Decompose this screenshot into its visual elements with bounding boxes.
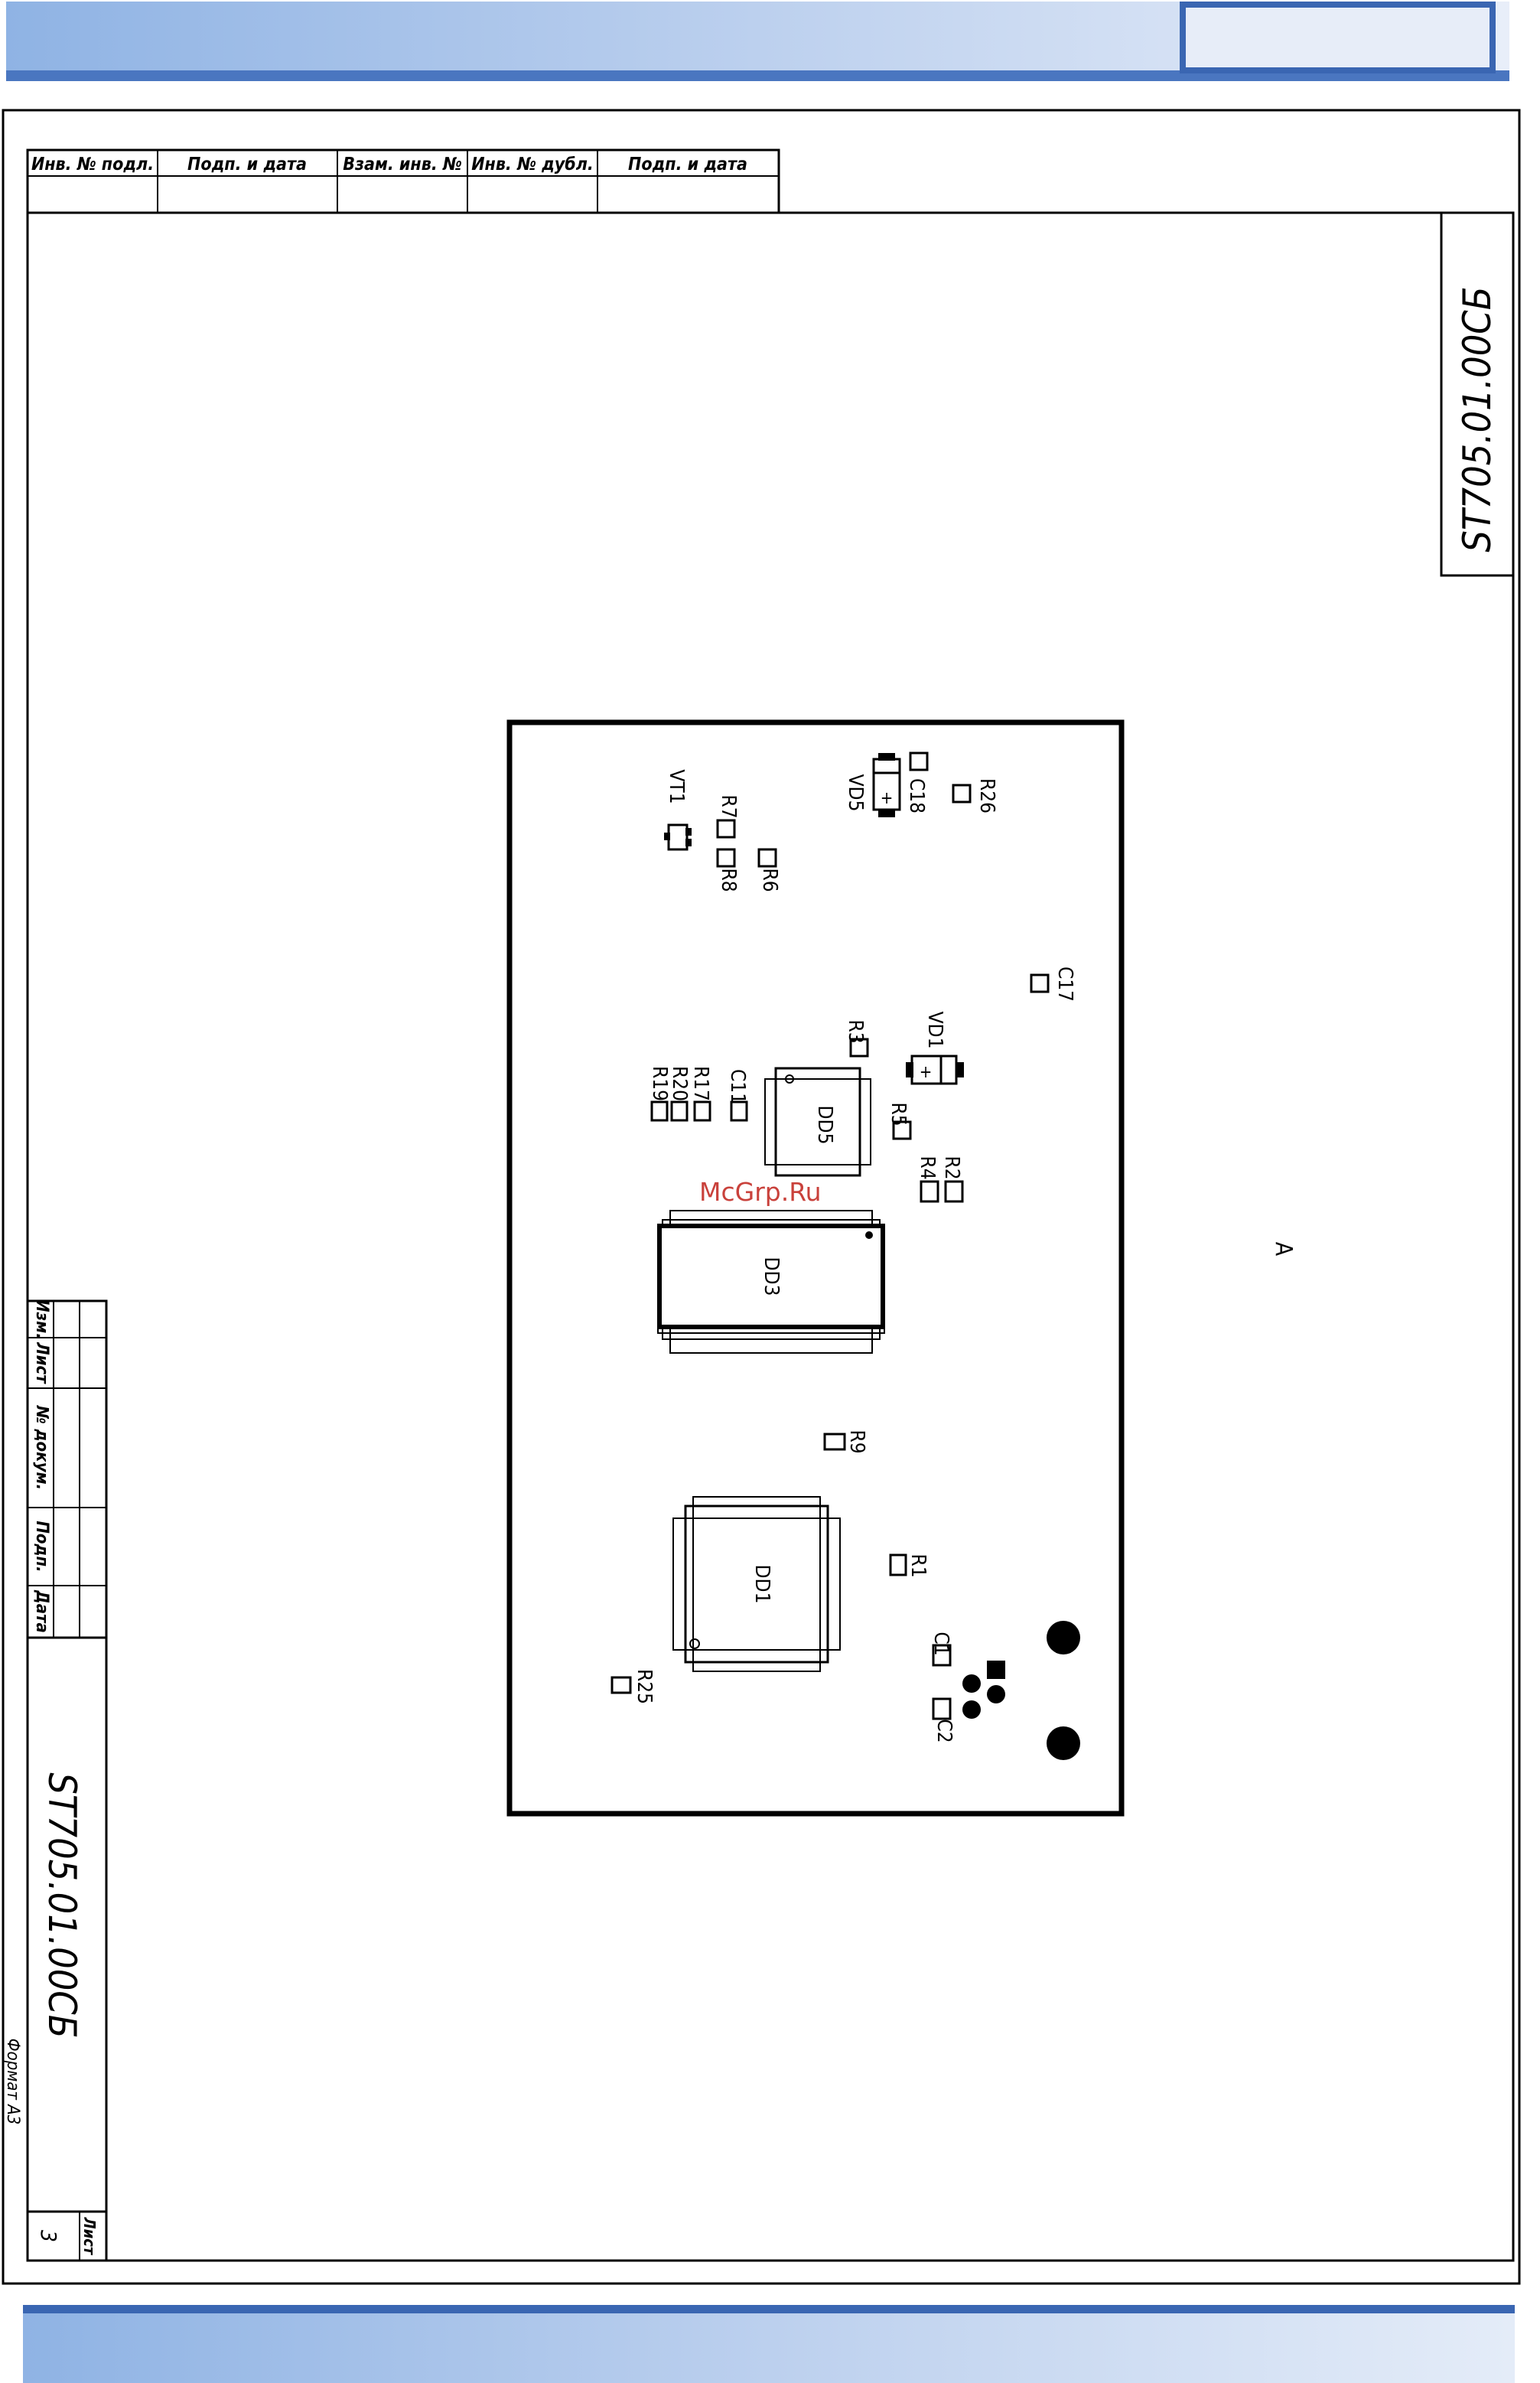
label-r3: R3	[844, 1019, 867, 1043]
label-c1: C1	[930, 1632, 952, 1655]
component-vd5: + VD5	[844, 753, 900, 817]
label-r17: R17	[689, 1066, 712, 1101]
label-r4: R4	[916, 1156, 939, 1179]
label-c18: C18	[905, 778, 928, 813]
label-r1: R1	[907, 1553, 930, 1577]
component-dd1: DD1	[673, 1497, 840, 1671]
component-c2	[933, 1699, 950, 1719]
component-r2	[946, 1182, 962, 1201]
side-stamp-label-izm: Изм.	[32, 1299, 51, 1339]
label-c2: C2	[933, 1719, 956, 1742]
side-stamp-label-sign: Подп.	[32, 1521, 51, 1572]
svg-text:+: +	[881, 789, 894, 808]
label-dd3: DD3	[760, 1257, 783, 1296]
svg-text:+: +	[920, 1063, 933, 1082]
label-c11: C11	[726, 1069, 749, 1104]
corner-designation-box: ST705.01.00СБ	[1441, 213, 1513, 575]
stamp-header-cell-5: Подп. и дата	[628, 155, 747, 174]
component-r26	[953, 785, 970, 802]
side-stamp: Изм. Лист № докум. Подп. Дата ST705.01.0…	[28, 1299, 106, 2261]
component-dd5: DD5	[765, 1068, 871, 1175]
watermark: McGrp.Ru	[699, 1177, 822, 1207]
component-dd3: DD3	[658, 1211, 884, 1353]
corner-designation: ST705.01.00СБ	[1455, 286, 1499, 552]
stamp-header-cell-1: Инв. № подл.	[31, 155, 154, 174]
side-stamp-sheet-label: Лист	[80, 2217, 99, 2256]
component-c11	[731, 1102, 747, 1120]
label-r9: R9	[845, 1429, 868, 1453]
component-r6	[759, 849, 776, 866]
format-label: Формат А3	[3, 2039, 22, 2125]
label-r6: R6	[758, 868, 781, 892]
component-r8	[718, 849, 734, 866]
stamp-header-cell-2: Подп. и дата	[187, 155, 307, 174]
stamp-header-cell-4: Инв. № дубл.	[471, 155, 594, 174]
component-r1	[890, 1555, 906, 1575]
component-r25	[612, 1677, 630, 1693]
view-label: А	[1270, 1242, 1297, 1257]
side-stamp-designation: ST705.01.00СБ	[40, 1772, 84, 2038]
side-stamp-label-docnum: № докум.	[32, 1405, 51, 1490]
label-r19: R19	[648, 1066, 671, 1101]
component-vt1: VT1	[664, 769, 692, 849]
stamp-header-cell-3: Взам. инв. №	[343, 155, 462, 174]
component-c17	[1031, 975, 1048, 992]
side-stamp-label-date: Дата	[32, 1589, 51, 1633]
label-r5: R5	[887, 1102, 910, 1126]
label-vt1: VT1	[665, 769, 688, 804]
component-r17	[695, 1102, 710, 1120]
label-dd5: DD5	[813, 1106, 836, 1145]
component-c18	[910, 753, 927, 770]
label-vd1: VD1	[923, 1012, 946, 1049]
component-vd1: + VD1	[906, 1012, 964, 1084]
component-r9	[825, 1434, 845, 1449]
label-r2: R2	[940, 1156, 963, 1179]
pcb-board: VT1 R7 R8 R6 + VD5 C18 R26 C17 R3	[510, 722, 1122, 1814]
component-r7	[718, 820, 734, 837]
connector-pads	[962, 1621, 1080, 1760]
side-stamp-sheet-number: 3	[36, 2230, 61, 2242]
component-r19	[652, 1102, 667, 1120]
stamp-header-table: Инв. № подл. Подп. и дата Взам. инв. № И…	[28, 150, 779, 213]
label-r25: R25	[633, 1669, 656, 1704]
label-vd5: VD5	[844, 774, 867, 812]
label-r8: R8	[717, 868, 740, 892]
label-r7: R7	[717, 794, 740, 818]
component-r20	[672, 1102, 687, 1120]
side-stamp-label-list: Лист	[32, 1341, 51, 1384]
label-c17: C17	[1053, 967, 1076, 1002]
component-r4	[921, 1182, 938, 1201]
label-r26: R26	[975, 778, 998, 813]
label-dd1: DD1	[750, 1565, 773, 1604]
